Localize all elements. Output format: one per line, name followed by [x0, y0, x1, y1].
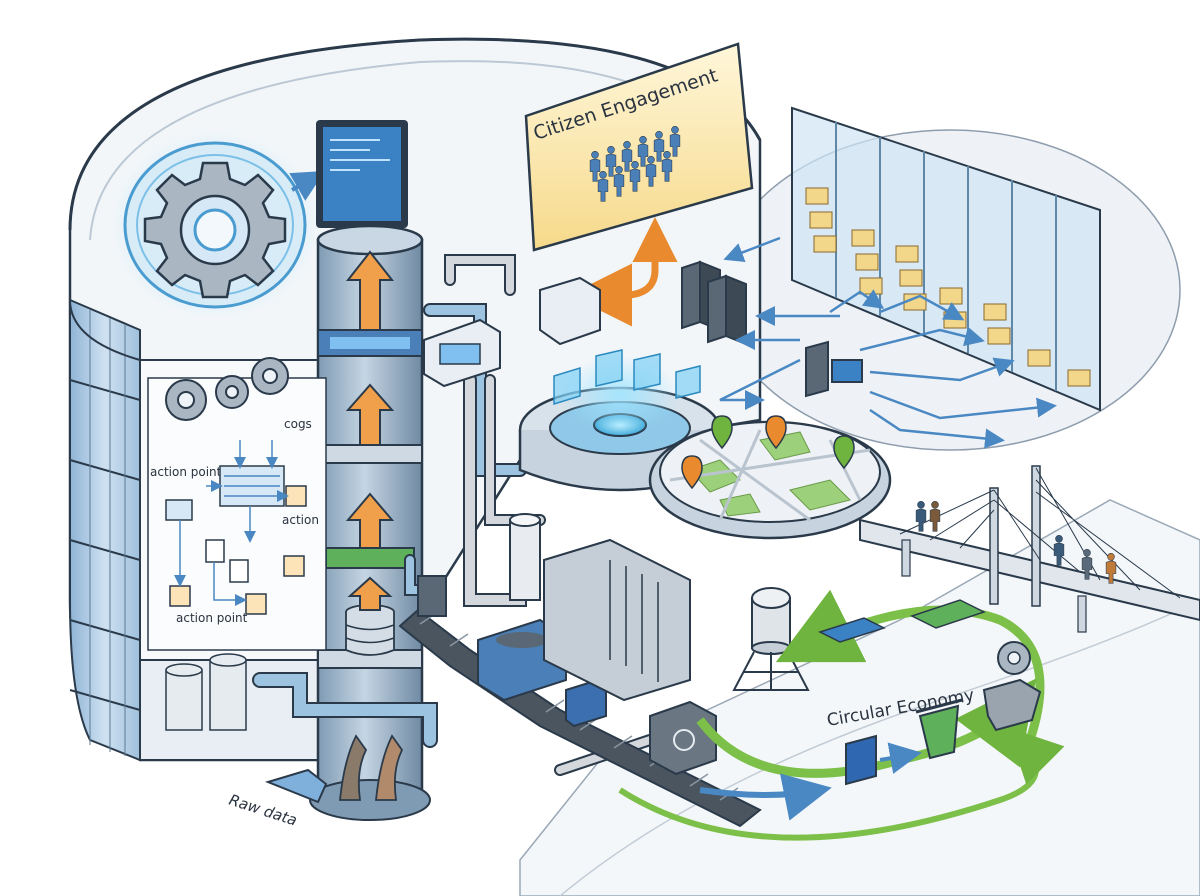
map-pin-icon — [681, 415, 855, 490]
process-gear-hologram — [110, 130, 325, 320]
folder-archive-wall — [791, 106, 1101, 412]
recycle-bin-icon — [915, 698, 963, 760]
action-point-label-bottom: action point — [176, 611, 248, 625]
action-label: action — [282, 513, 319, 527]
circuit-board-icon — [818, 599, 986, 643]
raw-data-label: Raw data — [227, 791, 300, 830]
gear-icon — [165, 357, 289, 421]
bridge — [859, 465, 1200, 633]
gear-icon — [997, 641, 1031, 675]
monitor-icon — [316, 120, 408, 240]
recycling-machinery — [398, 513, 762, 828]
rising-arrows — [345, 250, 395, 611]
database-stack-icon — [345, 604, 395, 656]
cogs-label: cogs — [284, 417, 312, 431]
process-flowchart-panel: cogs action point action action point — [147, 357, 327, 731]
raw-data-inlet: Raw data — [227, 734, 431, 830]
action-point-label-top: action point — [150, 465, 222, 479]
city-map — [648, 415, 892, 540]
folder-icon — [805, 187, 1091, 387]
control-box — [423, 276, 601, 388]
glass-facade — [69, 298, 141, 762]
gear-icon — [143, 161, 287, 299]
data-flow-arrows — [719, 236, 1057, 449]
